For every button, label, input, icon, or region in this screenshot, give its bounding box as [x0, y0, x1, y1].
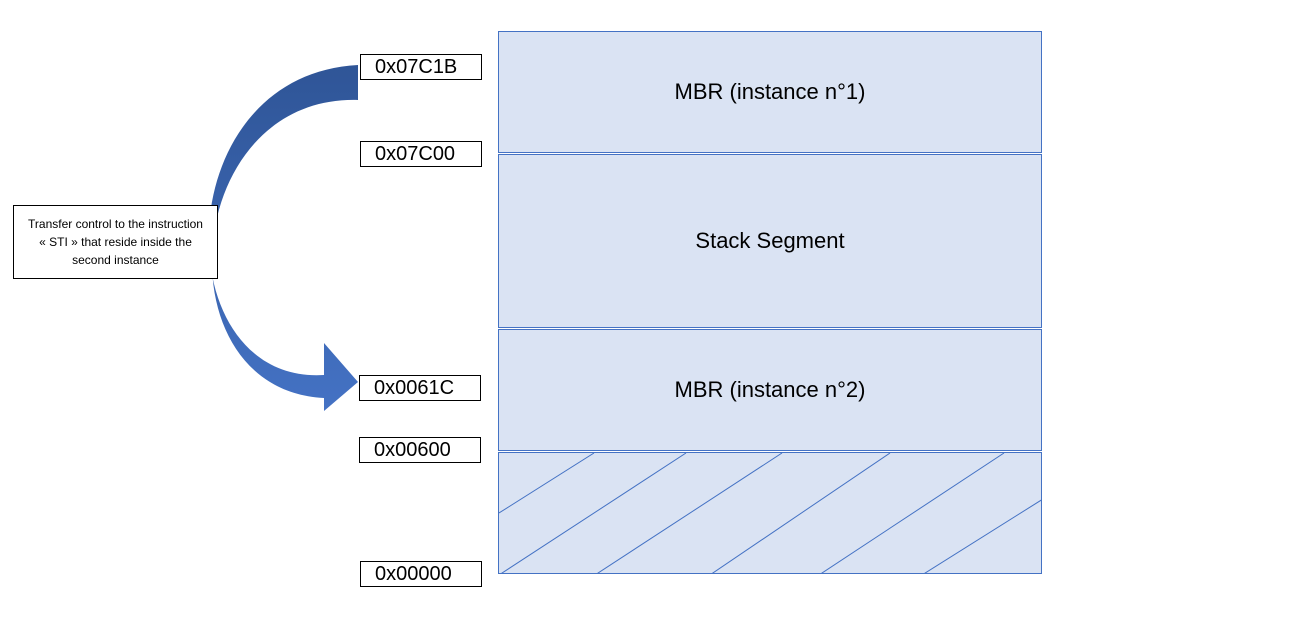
stack-segment-block: Stack Segment: [498, 154, 1042, 328]
transfer-control-note-text: Transfer control to the instruction « ST…: [28, 217, 203, 267]
mbr-instance-1-block: MBR (instance n°1): [498, 31, 1042, 153]
address-label-00600: 0x00600: [359, 437, 481, 463]
address-label-07c1b: 0x07C1B: [360, 54, 482, 80]
mbr-instance-1-label: MBR (instance n°1): [674, 79, 866, 104]
mbr-instance-2-label: MBR (instance n°2): [674, 377, 866, 402]
diagonal-hatch-pattern: [499, 453, 1041, 573]
unused-hatched-block: [498, 452, 1042, 574]
address-label-0061c: 0x0061C: [359, 375, 481, 401]
address-label-00000: 0x00000: [360, 561, 482, 587]
stack-segment-label: Stack Segment: [695, 228, 845, 253]
transfer-control-note: Transfer control to the instruction « ST…: [13, 205, 218, 279]
address-label-07c00: 0x07C00: [360, 141, 482, 167]
mbr-instance-2-block: MBR (instance n°2): [498, 329, 1042, 451]
